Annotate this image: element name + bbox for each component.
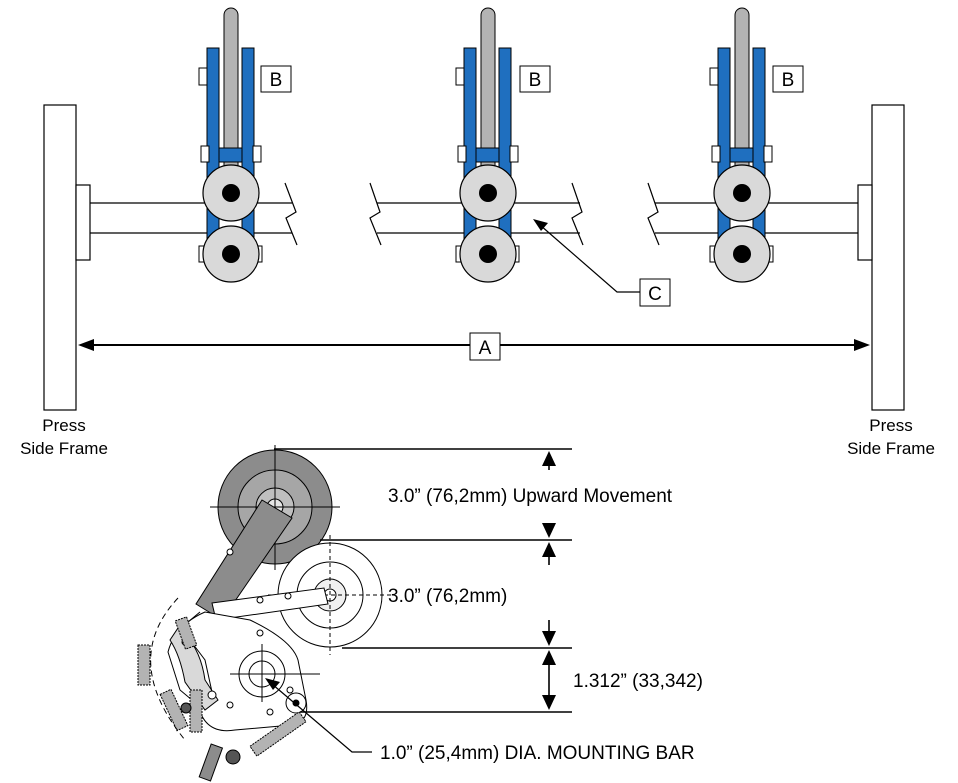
linkage-mechanism (137, 445, 392, 782)
press-label-right-line2: Side Frame (847, 439, 935, 458)
label-b-right: B (772, 65, 804, 93)
dimension-arrow-middle (542, 542, 556, 646)
label-b-text: B (529, 70, 542, 91)
press-side-frame-left (43, 104, 91, 411)
dimension-upward-label: 3.0” (76,2mm) Upward Movement (388, 486, 673, 507)
dimension-a: A (78, 332, 870, 361)
dimension-middle-label: 3.0” (76,2mm) (388, 586, 507, 607)
dimension-lines (274, 448, 572, 713)
label-b-text: B (782, 70, 795, 91)
mounting-bar-label: 1.0” (25,4mm) DIA. MOUNTING BAR (380, 743, 695, 764)
roller-unit-left (198, 7, 263, 283)
roller-unit-center (455, 7, 520, 283)
roller-unit-right (709, 7, 774, 283)
dimension-lower-label: 1.312” (33,342) (573, 671, 703, 692)
label-b-center: B (519, 65, 551, 93)
dimension-arrow-upward (542, 451, 556, 538)
dimension-arrow-lower (542, 650, 556, 710)
press-side-frame-right (857, 104, 905, 411)
label-c-callout: C (533, 219, 671, 307)
label-b-left: B (260, 65, 292, 93)
mounting-bar-leader (265, 678, 372, 753)
label-a-text: A (479, 338, 492, 359)
press-label-left-line1: Press (42, 416, 85, 435)
label-c-text: C (648, 284, 662, 305)
press-label-right-line1: Press (869, 416, 912, 435)
label-b-text: B (270, 70, 283, 91)
press-label-left-line2: Side Frame (20, 439, 108, 458)
